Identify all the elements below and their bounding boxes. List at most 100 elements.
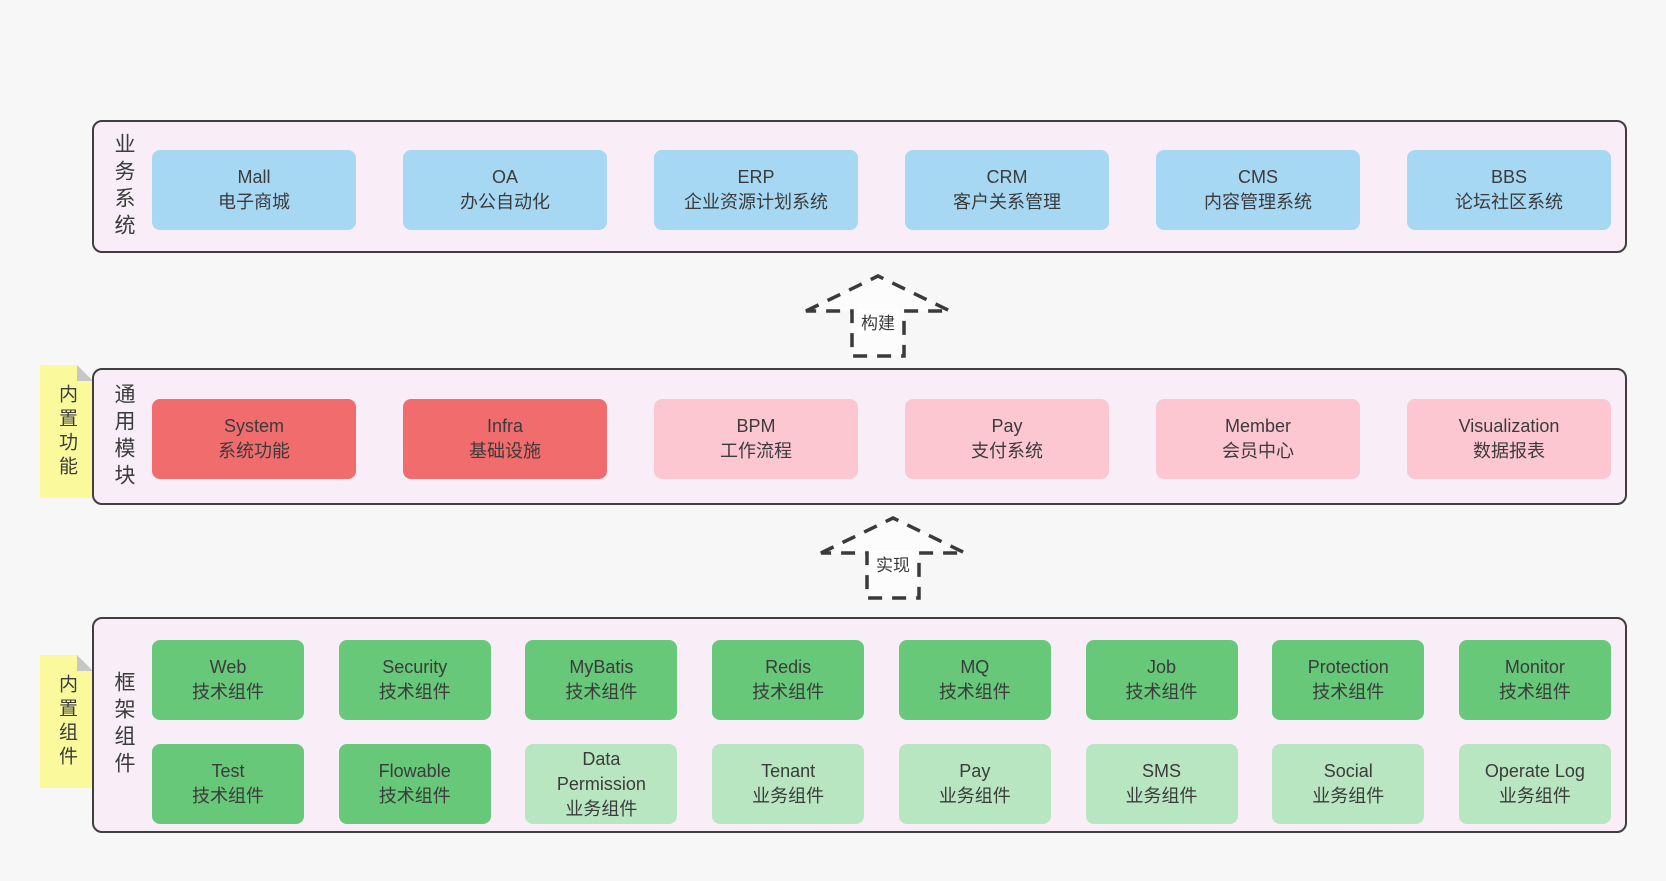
panel-common-modules: 通用模块 System 系统功能 Infra 基础设施 BPM 工作流程 Pay 支付系统 Me…	[92, 368, 1627, 505]
box-subtitle: 技术组件	[192, 682, 264, 702]
box-title: CMS	[1238, 167, 1278, 187]
box-subtitle: 业务组件	[1125, 786, 1198, 806]
diagram-box-flowable: Flowable 技术组件	[338, 744, 491, 824]
box-subtitle: 业务组件	[752, 786, 825, 806]
box-subtitle: 电子商城	[218, 192, 290, 212]
box-title: Infra	[486, 416, 524, 436]
box-title: MyBatis	[569, 657, 634, 677]
box-title: ERP	[737, 167, 775, 187]
box-subtitle: 业务组件	[938, 786, 1011, 806]
box-title: System	[223, 416, 284, 436]
box-title: Security	[382, 657, 448, 677]
box-subtitle: 系统功能	[218, 441, 290, 461]
arrow-build: 构建	[803, 272, 953, 360]
box-title: OA	[491, 167, 518, 187]
diagram-box-system: System 系统功能	[152, 399, 356, 479]
box-subtitle: 业务组件	[1312, 786, 1385, 806]
box-title: Social	[1323, 761, 1373, 781]
panel-business-systems: 业务系统 Mall 电子商城 OA 办公自动化 ERP 企业资源计划系统 CRM 客户关系管理…	[92, 120, 1627, 253]
box-subtitle: 技术组件	[565, 682, 638, 702]
sticky-note-built-in-features: 内置功能	[40, 365, 93, 498]
box-subtitle: 办公自动化	[460, 192, 550, 212]
diagram-box-pay: Pay 业务组件	[898, 744, 1051, 824]
box-title: Data Permission	[556, 748, 646, 794]
box-title: Flowable	[378, 761, 451, 781]
box-subtitle: 业务组件	[1498, 786, 1571, 806]
box-title: Pay	[991, 416, 1023, 436]
diagram-box-crm: CRM 客户关系管理	[905, 150, 1109, 230]
diagram-box-mybatis: MyBatis 技术组件	[525, 640, 678, 720]
box-subtitle: 技术组件	[378, 786, 451, 806]
diagram-box-oa: OA 办公自动化	[403, 150, 607, 230]
box-subtitle: 技术组件	[378, 682, 451, 702]
box-title: Visualization	[1458, 416, 1560, 436]
diagram-box-data-permission: Data Permission 业务组件	[525, 744, 678, 824]
box-subtitle: 技术组件	[192, 786, 264, 806]
box-subtitle: 支付系统	[971, 441, 1043, 461]
box-subtitle: 工作流程	[720, 441, 792, 461]
business-systems-row: Mall 电子商城 OA 办公自动化 ERP 企业资源计划系统 CRM 客户关系管理 CMS 内容…	[152, 150, 1611, 230]
box-title: CRM	[986, 167, 1028, 187]
box-title: Monitor	[1504, 657, 1565, 677]
box-subtitle: 会员中心	[1222, 441, 1294, 461]
diagram-box-protection: Protection 技术组件	[1272, 640, 1425, 720]
diagram-box-job: Job 技术组件	[1085, 640, 1238, 720]
box-subtitle: 内容管理系统	[1204, 192, 1312, 212]
box-title: Tenant	[761, 761, 816, 781]
note-fold-icon	[77, 365, 93, 381]
box-title: Mall	[237, 167, 271, 187]
diagram-box-visualization: Visualization 数据报表	[1407, 399, 1611, 479]
diagram-box-web: Web 技术组件	[152, 640, 304, 720]
diagram-box-infra: Infra 基础设施	[403, 399, 607, 479]
box-title: Protection	[1307, 657, 1389, 677]
diagram-box-bpm: BPM 工作流程	[654, 399, 858, 479]
diagram-box-mall: Mall 电子商城	[152, 150, 356, 230]
box-title: Pay	[959, 761, 991, 781]
box-title: MQ	[960, 657, 990, 677]
box-title: Test	[211, 761, 245, 781]
box-title: Operate Log	[1484, 761, 1585, 781]
side-label-common-modules: 通用模块	[112, 382, 135, 491]
box-subtitle: 客户关系管理	[953, 192, 1061, 212]
diagram-box-social: Social 业务组件	[1272, 744, 1425, 824]
box-title: Job	[1147, 657, 1177, 677]
diagram-box-erp: ERP 企业资源计划系统	[654, 150, 858, 230]
diagram-box-redis: Redis 技术组件	[712, 640, 865, 720]
box-subtitle: 技术组件	[938, 682, 1011, 702]
box-subtitle: 基础设施	[469, 441, 541, 461]
diagram-box-tenant: Tenant 业务组件	[712, 744, 865, 824]
arrow-implement: 实现	[818, 514, 968, 602]
box-subtitle: 技术组件	[1312, 682, 1385, 702]
box-title: SMS	[1142, 761, 1182, 781]
box-title: BPM	[736, 416, 776, 436]
note-fold-icon	[77, 655, 93, 671]
diagram-box-sms: SMS 业务组件	[1085, 744, 1238, 824]
diagram-box-security: Security 技术组件	[338, 640, 491, 720]
diagram-box-monitor: Monitor 技术组件	[1458, 640, 1611, 720]
side-label-framework-components: 框架组件	[112, 671, 135, 779]
diagram-box-mq: MQ 技术组件	[898, 640, 1051, 720]
diagram-box-pay: Pay 支付系统	[905, 399, 1109, 479]
box-subtitle: 技术组件	[752, 682, 825, 702]
box-title: Web	[209, 657, 247, 677]
box-subtitle: 企业资源计划系统	[684, 192, 828, 212]
side-label-business-systems: 业务系统	[112, 132, 135, 241]
box-subtitle: 数据报表	[1473, 441, 1545, 461]
arrow-label: 构建	[858, 309, 898, 334]
box-subtitle: 技术组件	[1125, 682, 1198, 702]
box-title: Redis	[765, 657, 812, 677]
diagram-box-cms: CMS 内容管理系统	[1156, 150, 1360, 230]
arrow-label: 实现	[873, 551, 913, 576]
box-subtitle: 技术组件	[1498, 682, 1571, 702]
sticky-note-built-in-components: 内置组件	[40, 655, 93, 788]
box-subtitle: 业务组件	[565, 798, 638, 819]
diagram-box-operate-log: Operate Log 业务组件	[1458, 744, 1611, 824]
box-title: BBS	[1490, 167, 1528, 187]
